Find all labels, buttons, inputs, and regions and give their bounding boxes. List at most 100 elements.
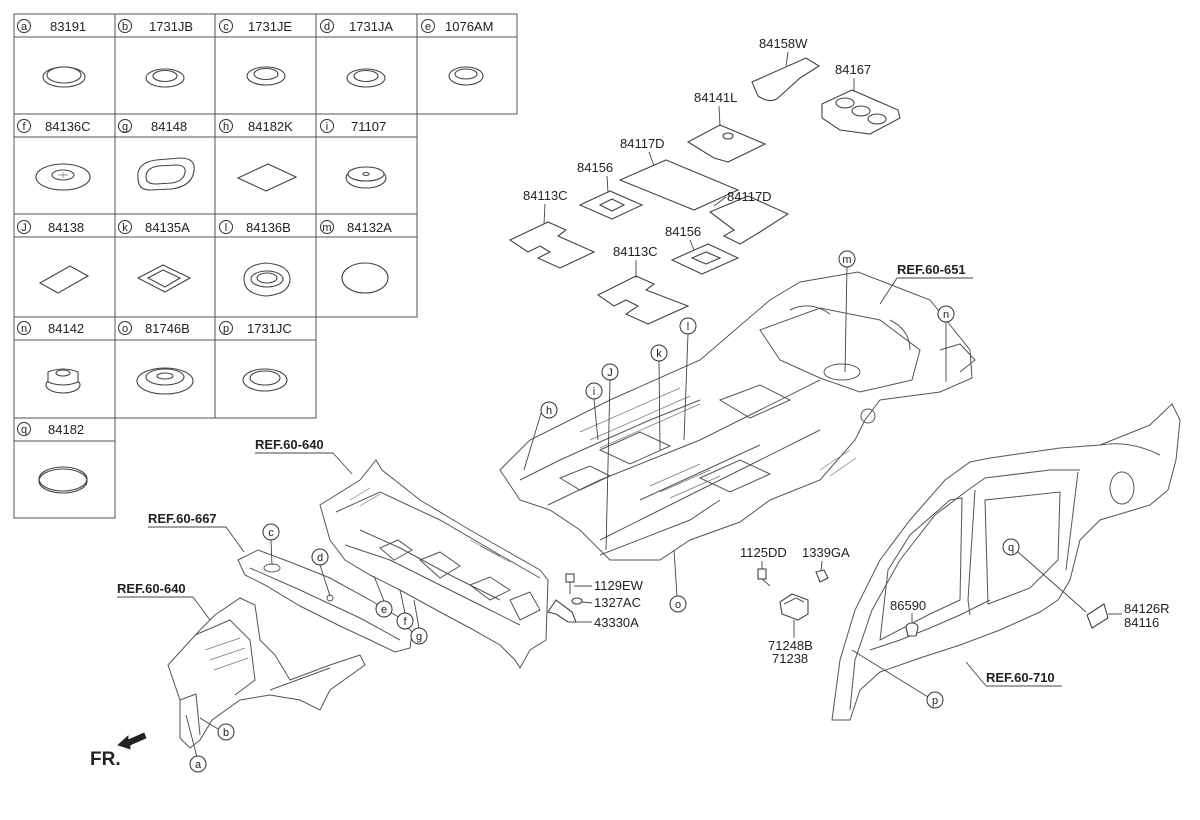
legend-letter-j: J bbox=[21, 222, 27, 234]
legend-letter-e: e bbox=[425, 21, 431, 33]
fastener-1339ga-label: 1339GA bbox=[802, 545, 850, 560]
callout-e bbox=[375, 600, 393, 618]
ref-60-651-label: REF.60-651 bbox=[897, 262, 966, 277]
pad-label-84117d-lower: 84117D bbox=[727, 189, 772, 204]
ref-60-640-lower-label: REF.60-640 bbox=[117, 581, 186, 596]
disc-q-icon bbox=[38, 466, 88, 494]
ref-labels: REF.60-651 REF.60-640 REF.60-667 REF.60-… bbox=[117, 262, 1062, 687]
callout-l-text: l bbox=[687, 321, 689, 333]
bolt-1125dd-icon bbox=[757, 568, 771, 587]
legend-part-l: 84136B bbox=[246, 220, 291, 235]
legend-part-m: 84132A bbox=[347, 220, 392, 235]
pad-label-84167: 84167 bbox=[835, 62, 871, 77]
plug-f-icon bbox=[35, 163, 91, 191]
legend-part-j: 84138 bbox=[48, 220, 84, 235]
plug-a-icon bbox=[42, 66, 86, 88]
callout-o-text: o bbox=[675, 599, 681, 611]
pad-labels: 84158W 84167 84141L 84117D 84156 84113C … bbox=[523, 36, 871, 278]
callout-j bbox=[601, 363, 619, 381]
callout-b bbox=[217, 723, 235, 741]
legend-part-i: 71107 bbox=[351, 119, 386, 134]
callout-i bbox=[585, 382, 603, 400]
side-body bbox=[831, 403, 1181, 721]
bracket-43330a-icon bbox=[547, 599, 577, 623]
callout-m-text: m bbox=[842, 254, 851, 266]
ref-60-667-label: REF.60-667 bbox=[148, 511, 217, 526]
legend-part-n: 84142 bbox=[48, 321, 84, 336]
legend-letter-d: d bbox=[324, 21, 330, 33]
legend-letter-o: o bbox=[122, 323, 128, 335]
plug-c-icon bbox=[246, 66, 286, 86]
fastener-labels: 1129EW 1327AC 43330A 1125DD 1339GA 86590… bbox=[574, 545, 1170, 666]
pad-label-84113c-upper: 84113C bbox=[523, 188, 568, 203]
legend-letter-f: f bbox=[22, 121, 26, 133]
plug-e-icon bbox=[448, 66, 484, 86]
plug-n-icon bbox=[45, 368, 81, 394]
clip-86590-icon bbox=[905, 622, 919, 637]
callout-d-text: d bbox=[317, 552, 323, 564]
legend-letter-l: l bbox=[225, 222, 227, 234]
legend-part-f: 84136C bbox=[45, 119, 91, 134]
plug-p-icon bbox=[242, 368, 288, 392]
legend-part-p: 1731JC bbox=[247, 321, 292, 336]
bracket-71248b-icon bbox=[779, 593, 809, 621]
legend-letter-b: b bbox=[122, 21, 128, 33]
callout-j-text: J bbox=[607, 367, 613, 379]
legend-letter-a: a bbox=[21, 21, 28, 33]
legend-illustrations bbox=[35, 66, 484, 494]
fastener-43330a-label: 43330A bbox=[594, 615, 639, 630]
front-label: FR. bbox=[90, 749, 121, 770]
callout-q bbox=[1002, 538, 1020, 556]
legend-letter-n: n bbox=[21, 323, 27, 335]
legend-letter-m: m bbox=[322, 222, 331, 234]
pad-label-84156-upper: 84156 bbox=[577, 160, 613, 175]
legend-letter-p: p bbox=[223, 323, 229, 335]
pad-j-icon bbox=[38, 265, 90, 294]
callout-m bbox=[838, 250, 856, 268]
diagram-callouts: a b c d e f g h i J bbox=[185, 250, 1087, 773]
disc-m-icon bbox=[341, 262, 389, 294]
pad-label-84158w: 84158W bbox=[759, 36, 808, 51]
fastener-86590-label: 86590 bbox=[890, 598, 926, 613]
callout-b-text: b bbox=[223, 727, 229, 739]
legend-letter-g: g bbox=[122, 121, 128, 133]
callout-g-text: g bbox=[416, 631, 422, 643]
ref-60-640-upper-label: REF.60-640 bbox=[255, 437, 324, 452]
ref-60-710-label: REF.60-710 bbox=[986, 670, 1055, 685]
callout-h-text: h bbox=[546, 405, 552, 417]
dash-panel bbox=[319, 459, 549, 669]
callout-k bbox=[650, 344, 668, 362]
pad-h-icon bbox=[236, 163, 298, 192]
legend-part-k: 84135A bbox=[145, 220, 190, 235]
callout-a bbox=[189, 755, 207, 773]
front-indicator: FR. bbox=[90, 732, 147, 770]
pad-label-84141l: 84141L bbox=[694, 90, 737, 105]
nut-1339ga-icon bbox=[815, 569, 829, 583]
legend-letter-q: q bbox=[21, 424, 27, 436]
callout-n bbox=[937, 305, 955, 323]
hardware bbox=[547, 568, 1109, 637]
callout-i-text: i bbox=[593, 386, 595, 398]
callout-d bbox=[311, 548, 329, 566]
callout-e-text: e bbox=[381, 604, 387, 616]
legend-letter-c: c bbox=[223, 21, 229, 33]
pad-84126r-icon bbox=[1086, 603, 1109, 629]
callout-q-text: q bbox=[1008, 542, 1014, 554]
grommet-k-icon bbox=[136, 264, 192, 293]
fastener-84126r-label: 84126R bbox=[1124, 601, 1170, 616]
legend-part-b: 1731JB bbox=[149, 19, 193, 34]
front-arrow-icon bbox=[117, 732, 147, 750]
legend-headers: a 83191 b 1731JB c 1731JE d 1731JA e 107… bbox=[17, 19, 493, 437]
legend-part-o: 81746B bbox=[145, 321, 190, 336]
grommet-g-icon bbox=[137, 157, 195, 191]
legend-part-d: 1731JA bbox=[349, 19, 393, 34]
callout-o bbox=[669, 595, 687, 613]
plug-o-icon bbox=[136, 367, 194, 395]
fastener-71248b-label: 71248B bbox=[768, 638, 813, 653]
plug-b-icon bbox=[145, 68, 185, 88]
legend-letter-k: k bbox=[122, 222, 128, 234]
callout-k-text: k bbox=[656, 348, 662, 360]
callout-h bbox=[540, 401, 558, 419]
pad-label-84156-lower: 84156 bbox=[665, 224, 701, 239]
